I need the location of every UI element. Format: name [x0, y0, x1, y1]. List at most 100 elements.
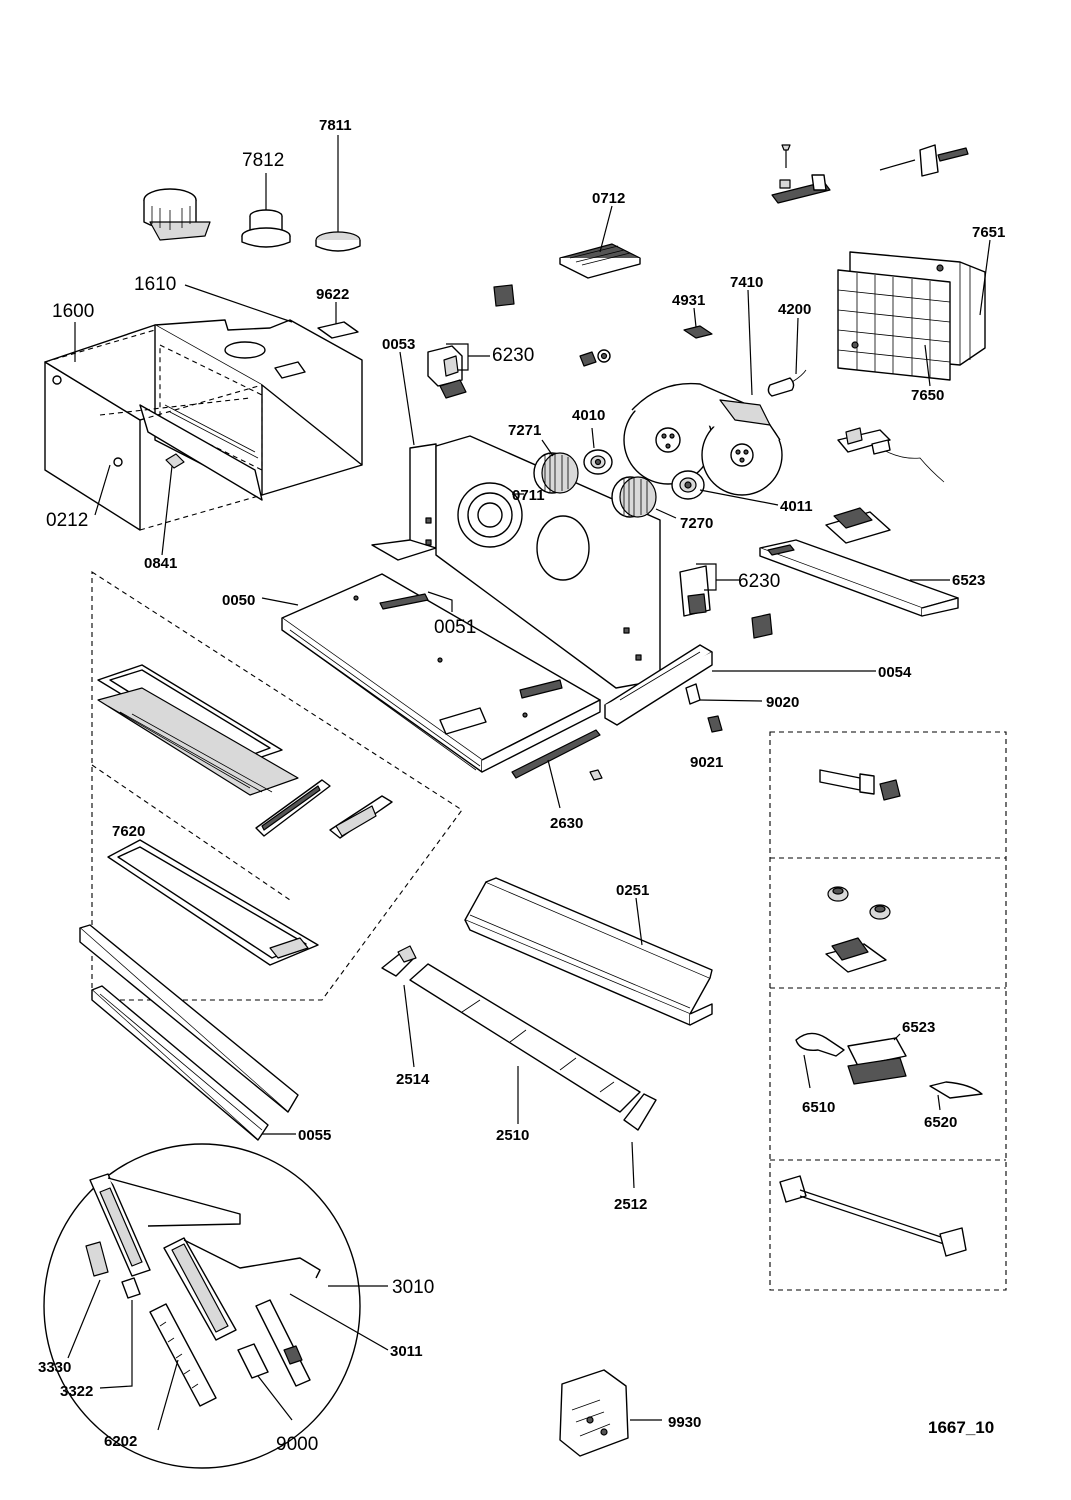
part-label: 6523 [952, 572, 985, 589]
part-label: 4931 [672, 292, 705, 309]
fan-wheel-part-7271 [533, 452, 579, 494]
filter-assembly-region [91, 570, 463, 1001]
lamp-set-box [795, 1032, 983, 1099]
base-tray-part-0050 [281, 573, 601, 773]
part-label: 9930 [668, 1414, 701, 1431]
part-label: 0055 [298, 1127, 331, 1144]
rail-part-upper [79, 924, 299, 1113]
part-label: 7271 [508, 422, 541, 439]
duct-ring-part-7812 [241, 209, 291, 248]
part-label: 4010 [572, 407, 605, 424]
profile-part-0251 [464, 877, 713, 1026]
fan-housing-part-7410 [623, 382, 783, 496]
part-label: 7812 [242, 150, 284, 171]
motor-part-4011 [671, 470, 705, 500]
motor-part-4010 [583, 449, 613, 475]
part-label: 6510 [802, 1099, 835, 1116]
duct-adapter-part [143, 188, 211, 241]
clip-part-0841 [165, 453, 185, 469]
filter-frame-part [97, 664, 299, 796]
part-label: 0212 [46, 510, 88, 531]
switch-part-6230-side [679, 565, 711, 617]
part-label: 9020 [766, 694, 799, 711]
clip-part-9000 [237, 1343, 269, 1379]
part-label: 6230 [492, 345, 534, 366]
part-label: 2514 [396, 1071, 430, 1088]
part-label: 9000 [276, 1434, 318, 1455]
glass-part-2510 [409, 963, 641, 1113]
bar-part [255, 1299, 311, 1387]
nuts-box [825, 886, 891, 973]
nuts-part [579, 349, 611, 367]
clip-part [493, 284, 515, 307]
part-label: 9021 [690, 754, 723, 771]
switch-part-6230-top [427, 345, 467, 399]
board-part [837, 427, 945, 483]
part-label: 2512 [614, 1196, 647, 1213]
bracket-part-3011 [163, 1237, 321, 1341]
transformer-part [825, 507, 891, 544]
part-label: 0251 [616, 882, 649, 899]
strip-part [255, 779, 331, 837]
part-label: 2630 [550, 815, 583, 832]
part-label: 3011 [390, 1343, 423, 1360]
part-label: 6230 [738, 571, 780, 592]
part-label: 7270 [680, 515, 713, 532]
lamp-part [819, 769, 901, 801]
part-label: 6202 [104, 1433, 137, 1450]
part-label: 0054 [878, 664, 912, 681]
clip-part-small [751, 613, 773, 639]
part-label: 0051 [434, 617, 476, 638]
clip-part-2514 [381, 945, 417, 977]
part-label: 0841 [144, 555, 177, 572]
filter-part-7620 [107, 839, 319, 966]
latch-part [329, 795, 393, 839]
clip-part-2512 [623, 1093, 657, 1131]
rail-part-2630 [511, 729, 601, 779]
clip-part-3322 [121, 1277, 141, 1299]
part-labels: 7811 7812 0712 7651 1610 9622 1600 4931 … [38, 117, 1005, 1455]
accessory-bag-part-9930 [559, 1369, 629, 1457]
capacitor-part-4200 [767, 369, 807, 397]
nut-part [589, 769, 603, 781]
fan-panel-part [425, 435, 661, 689]
plate-part-4931 [683, 325, 713, 339]
part-label: 1600 [52, 301, 94, 322]
cover-top-part-1610 [139, 319, 363, 501]
cap-part-7811 [315, 231, 361, 252]
clip-part-9021 [707, 715, 723, 733]
chassis-side-panel-0053 [371, 443, 437, 561]
rail-part-0055 [91, 985, 269, 1141]
spare-parts-box [769, 731, 1007, 1291]
clip-part-3330 [85, 1241, 109, 1277]
part-label: 3010 [392, 1277, 434, 1298]
part-label: 6520 [924, 1114, 957, 1131]
lamp-holder-part-6523 [759, 539, 959, 617]
part-label: 0053 [382, 336, 415, 353]
part-label: 3330 [38, 1359, 71, 1376]
part-label: 0050 [222, 592, 255, 609]
part-label: 3322 [60, 1383, 93, 1400]
part-label: 4200 [778, 301, 811, 318]
part-label: 7620 [112, 823, 145, 840]
grille-part-6202 [149, 1303, 217, 1407]
part-label: 9622 [316, 286, 349, 303]
rod-part [779, 1175, 967, 1257]
part-label: 6523 [902, 1019, 935, 1036]
part-label: 7650 [911, 387, 944, 404]
screws-top [771, 144, 969, 204]
part-label: 7651 [972, 224, 1005, 241]
fan-wheel-part-7270 [611, 476, 657, 518]
part-label: 0712 [592, 190, 625, 207]
part-label: 7410 [730, 274, 763, 291]
bracket-part-3010 [89, 1173, 241, 1277]
cover-grid-part-0712 [559, 243, 641, 279]
plate-part-9622 [317, 321, 359, 339]
grease-filter-part-7650-7651 [837, 251, 986, 381]
clip-part-9020 [685, 683, 701, 705]
front-channel-part-0054 [604, 644, 713, 726]
part-label: 4011 [780, 498, 813, 515]
part-label: 1610 [134, 274, 176, 295]
part-label: 0711 [512, 487, 545, 504]
